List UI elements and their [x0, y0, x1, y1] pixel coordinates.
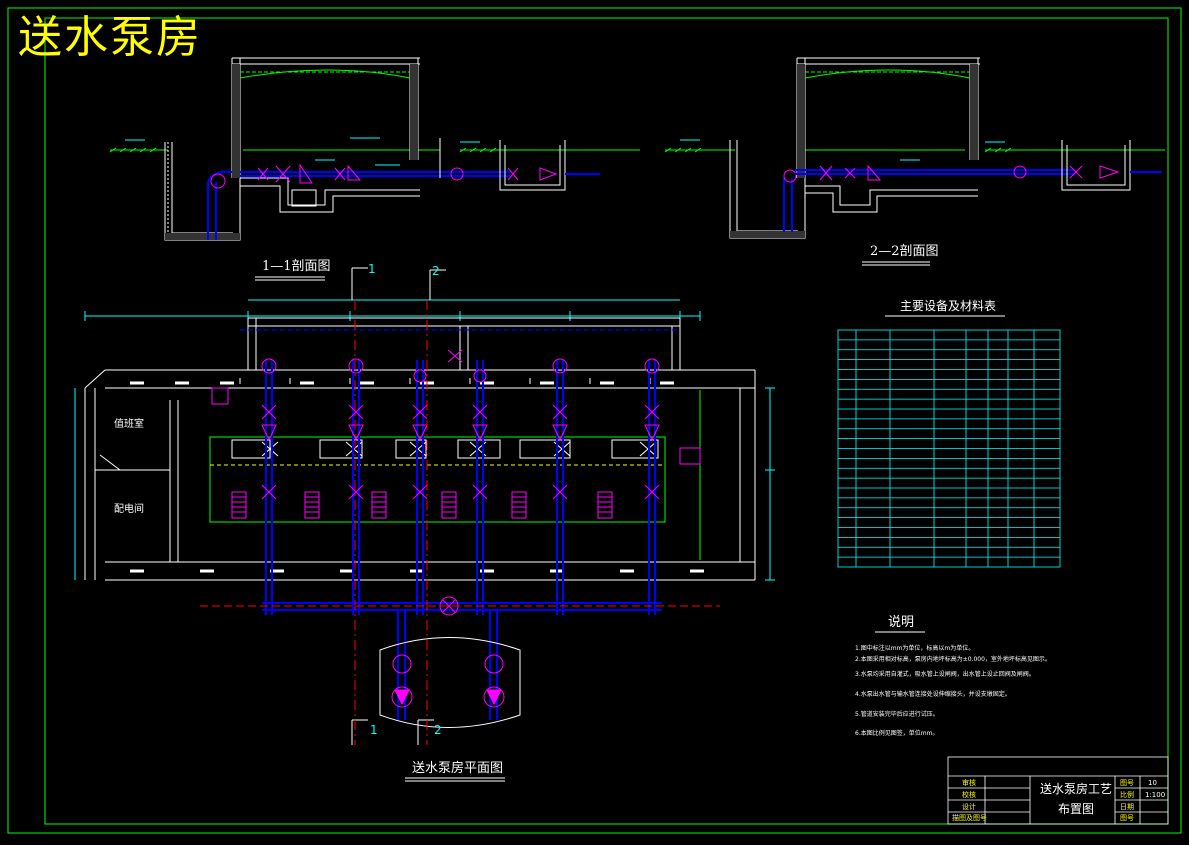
plan-caption: 送水泵房平面图: [412, 761, 504, 776]
tb-field-value-2: 1:100: [1145, 791, 1166, 799]
drawing-title: 送水泵房: [18, 12, 202, 63]
equipment-table-title: 主要设备及材料表: [900, 299, 997, 313]
sheet-frame-inner: [44, 17, 1169, 825]
room-label-distribution: 配电间: [114, 504, 144, 515]
tb-field-label-4: 图号: [1120, 814, 1134, 822]
tb-field-label-2: 比例: [1120, 791, 1134, 799]
section-marker-top-1: 1: [368, 262, 376, 276]
tb-label-drawn: 描图及图号: [952, 814, 987, 822]
section-1-1-caption: 1—1剖面图: [262, 259, 331, 274]
title-block-grid: [947, 756, 1169, 825]
section-2-2: [664, 57, 1165, 239]
note-item: 5.管道安装完毕后应进行试压。: [855, 711, 939, 718]
caption-underline-plan: [405, 777, 505, 782]
tb-field-label-3: 日期: [1120, 803, 1134, 811]
tb-label-check: 校核: [962, 791, 976, 799]
tb-drawing-name-1: 送水泵房工艺: [1040, 782, 1113, 796]
note-item: 6.本图比例见图签，单位mm。: [855, 730, 939, 737]
caption-underline-1-1: [255, 276, 325, 281]
note-item: 3.水泵均采用自灌式，吸水管上设闸阀，出水管上设止回阀及闸阀。: [855, 671, 1035, 678]
note-item: 4.水泵出水管与输水管连接处设伸缩接头，并设支墩固定。: [855, 691, 1011, 698]
caption-underline-2-2: [862, 261, 930, 266]
section-2-2-caption: 2—2剖面图: [870, 244, 939, 259]
section-1-1: [109, 57, 640, 241]
notes-title: 说明: [888, 615, 915, 630]
tb-field-label-1: 图号: [1120, 779, 1134, 787]
pump-house-plan: [74, 267, 775, 745]
section-marker-bottom-2: 2: [434, 723, 442, 737]
section-marker-bottom-1: 1: [370, 723, 378, 737]
sheet-frame-outer: [7, 7, 1182, 834]
tb-label-design: 设计: [962, 803, 976, 811]
note-item: 2.本图采用相对标高，泵房内地坪标高为±0.000，室外地坪标高见图示。: [855, 656, 1051, 663]
room-label-control: 值班室: [114, 419, 144, 430]
equipment-table-grid: [837, 329, 1061, 568]
tb-drawing-name-2: 布置图: [1058, 802, 1095, 816]
section-marker-top-2: 2: [432, 264, 440, 278]
tb-field-value-1: 10: [1148, 779, 1157, 787]
tb-label-review: 审核: [962, 779, 976, 787]
note-item: 1.图中标注以mm为单位，标高以m为单位。: [855, 645, 975, 652]
